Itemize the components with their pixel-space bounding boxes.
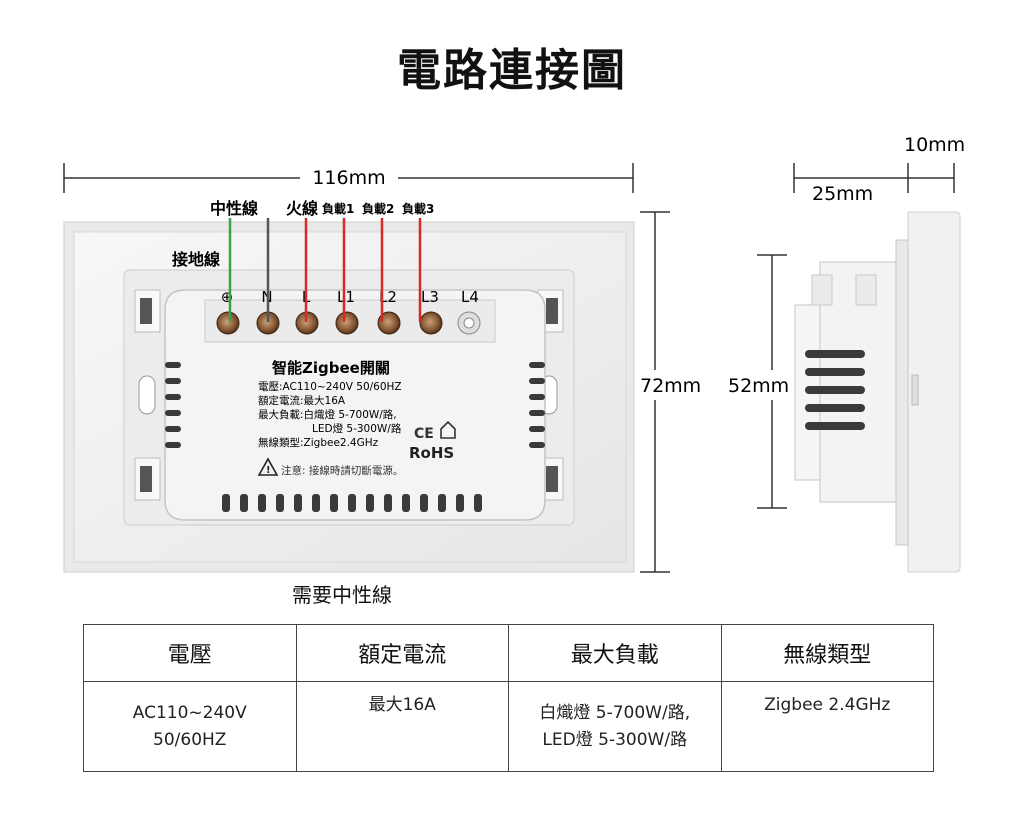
ground-wire-label: 接地線 [172,250,220,269]
spec-cell-wireless-line-1: Zigbee 2.4GHz [764,695,891,715]
side-height-label: 52mm [728,375,789,397]
terminal-label-l1: L1 [337,288,355,306]
spec-cell-voltage: AC110~240V 50/60HZ [83,681,297,772]
module-title: 智能Zigbee開關 [272,359,390,377]
load3-wire-label: 負載3 [402,201,434,216]
plate-depth-label: 10mm [904,134,965,156]
front-height-label: 72mm [640,375,701,397]
module-current: 額定電流:最大16A [258,394,346,407]
module-wireless: 無線類型:Zigbee2.4GHz [258,436,379,449]
spec-table: 電壓 額定電流 最大負載 無線類型 AC110~240V 50/60HZ 最大1… [83,624,934,772]
live-wire-label: 火線 [286,199,318,218]
neutral-required-note: 需要中性線 [292,583,392,607]
module-voltage: 電壓:AC110~240V 50/60HZ [258,381,402,393]
module-load-1: 最大負載:白熾燈 5-700W/路, [258,408,397,421]
spec-cell-wireless: Zigbee 2.4GHz [720,681,934,772]
module-load-2: LED燈 5-300W/路 [312,422,402,435]
spec-cell-current-line-1: 最大16A [368,695,436,715]
home-icon [440,420,456,439]
page-title: 電路連接圖 [397,45,627,96]
width-dimension-label: 116mm [312,167,385,189]
terminal-label-l2: L2 [379,288,397,306]
spec-cell-max-load: 白熾燈 5-700W/路, LED燈 5-300W/路 [508,681,722,772]
spec-cell-voltage-line-2: 50/60HZ [153,729,227,750]
spec-cell-voltage-line-1: AC110~240V [132,702,247,723]
table-row: AC110~240V 50/60HZ 最大16A 白熾燈 5-700W/路, L… [83,681,934,772]
side-view [757,163,961,573]
module-warning: 注意: 接線時請切斷電源。 [281,464,403,477]
spec-header-current: 額定電流 [295,624,509,682]
spec-header-voltage: 電壓 [83,624,297,682]
spec-cell-current: 最大16A [295,681,509,772]
svg-text:!: ! [266,465,271,476]
rohs-mark: RoHS [409,444,454,462]
load1-wire-label: 負載1 [322,201,354,216]
wiring-diagram: ⊕ N L L1 L2 L3 L4 中性線 火線 負載1 負載2 負載3 接地線… [63,134,965,573]
spec-table-header-row: 電壓 額定電流 最大負載 無線類型 [83,624,934,682]
terminal-label-l3: L3 [421,288,439,306]
spec-cell-max-load-line-1: 白熾燈 5-700W/路, [539,702,691,723]
width-dimension [63,163,634,193]
total-depth-label: 25mm [812,183,873,205]
module-spec-text: 電壓:AC110~240V 50/60HZ 額定電流:最大16A 最大負載:白熾… [258,381,402,449]
terminal-label-ground: ⊕ [221,288,234,306]
wires [228,218,422,322]
front-plate [63,221,635,573]
neutral-wire-label: 中性線 [210,199,258,218]
warning-icon: ! [257,457,279,476]
spec-header-max-load: 最大負載 [508,624,722,682]
spec-header-wireless: 無線類型 [720,624,934,682]
load2-wire-label: 負載2 [362,201,394,216]
ce-mark: CE [414,426,434,442]
terminal-screws [216,311,481,335]
front-height-dimension [640,211,670,573]
spec-cell-max-load-line-2: LED燈 5-300W/路 [542,729,688,750]
terminal-label-l4: L4 [461,288,479,306]
